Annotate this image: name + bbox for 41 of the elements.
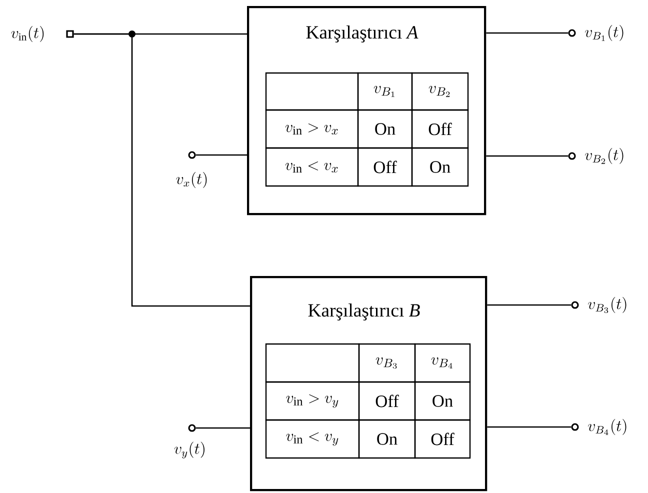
- signal-label: $v_{B_1}(t)$: [585, 25, 624, 42]
- wire: [196, 427, 250, 429]
- signal-label: $v_{B_2}(t)$: [585, 148, 624, 164]
- comparator-box: [250, 276, 488, 492]
- table-cell: On: [357, 109, 413, 149]
- terminal: [66, 30, 74, 38]
- table-cell: $v_{B_1}$: [357, 72, 413, 111]
- table-cell: On: [411, 147, 469, 187]
- wire: [487, 426, 572, 428]
- signal-label: $v_{B_3}(t)$: [588, 297, 626, 314]
- box-title: Karşılaştırıcı B: [308, 304, 420, 320]
- signal-label: $v_y(t)$: [174, 442, 204, 458]
- table-cell: Off: [357, 147, 413, 187]
- table-cell: On: [414, 381, 471, 421]
- table-cell: $v_{\mathrm{in}} < v_x$: [265, 147, 359, 187]
- wire: [487, 304, 572, 306]
- table-cell: $v_{B_2}$: [411, 72, 469, 111]
- terminal: [188, 151, 196, 159]
- table-cell: Off: [358, 381, 416, 421]
- terminal: [568, 29, 576, 37]
- table-cell: Off: [411, 109, 469, 149]
- terminal: [188, 424, 196, 432]
- signal-label: $v_{\mathrm{in}}(t)$: [11, 26, 44, 42]
- table-cell: $v_{\mathrm{in}} > v_y$: [265, 381, 360, 421]
- table-cell: Off: [414, 419, 471, 459]
- table-cell: $v_{\mathrm{in}} > v_x$: [265, 109, 359, 149]
- table-cell: $v_{B_4}$: [414, 343, 471, 383]
- signal-label: $v_x(t)$: [176, 172, 207, 188]
- terminal: [571, 301, 579, 309]
- box-title: Karşılaştırıcı A: [306, 26, 418, 42]
- wire: [74, 33, 250, 307]
- signal-label: $v_{B_4}(t)$: [588, 419, 626, 436]
- table-cell: On: [358, 419, 416, 459]
- comparator-box: [247, 6, 486, 216]
- table-cell: $v_{\mathrm{in}} < v_y$: [265, 419, 360, 459]
- wire: [196, 154, 247, 156]
- wire: [486, 155, 568, 157]
- table-cell: $v_{B_3}$: [358, 343, 416, 383]
- terminal: [568, 152, 576, 160]
- terminal: [571, 423, 579, 431]
- wire: [486, 32, 568, 34]
